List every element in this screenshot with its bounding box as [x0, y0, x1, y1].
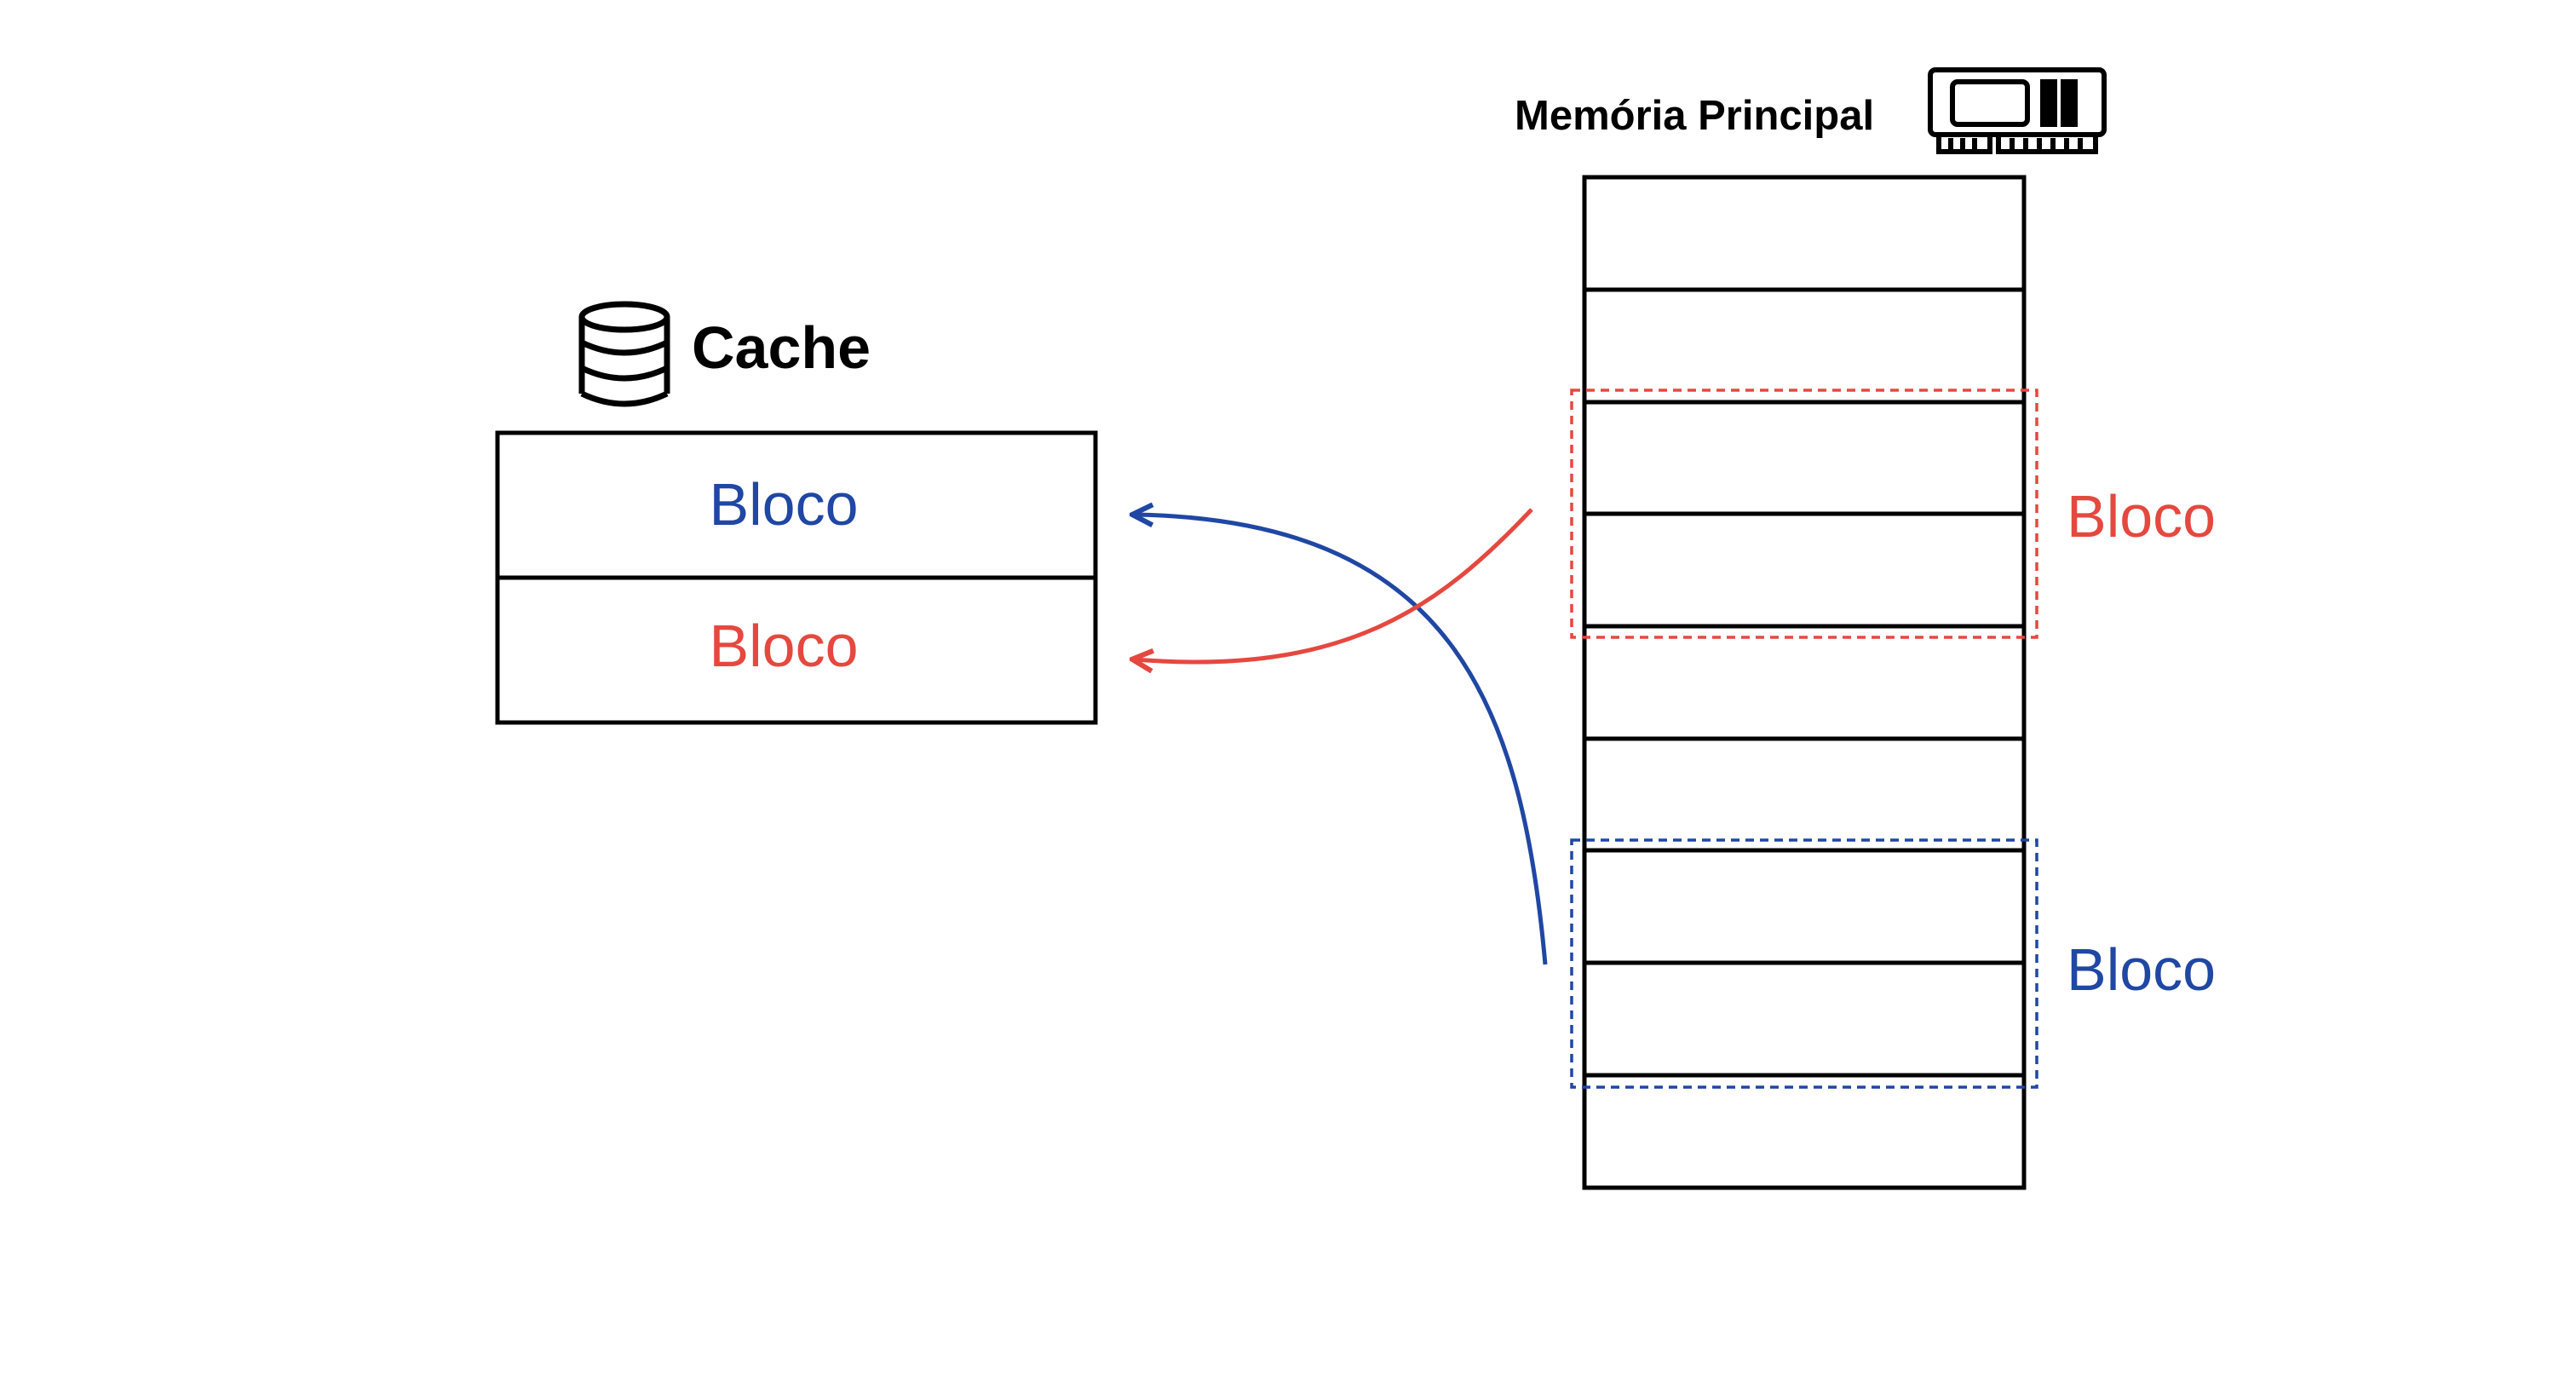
memory-group-red-label: Bloco [2067, 483, 2216, 550]
cache-box [495, 430, 1098, 725]
main-memory-column [1582, 175, 2027, 1190]
ram-module-icon [1928, 67, 2107, 154]
database-icon [578, 301, 670, 407]
mapping-arrow-red [1135, 508, 1533, 662]
cache-slot-1-label: Bloco [709, 471, 858, 538]
memory-block-group-red [1570, 389, 2038, 639]
memory-group-blue-label: Bloco [2067, 936, 2216, 1003]
cache-slot-2-label: Bloco [709, 613, 858, 679]
cache-title: Cache [692, 314, 871, 381]
memory-block-group-blue [1570, 838, 2038, 1089]
mapping-arrow-blue [1135, 515, 1548, 965]
memory-title: Memória Principal [1515, 93, 1874, 139]
